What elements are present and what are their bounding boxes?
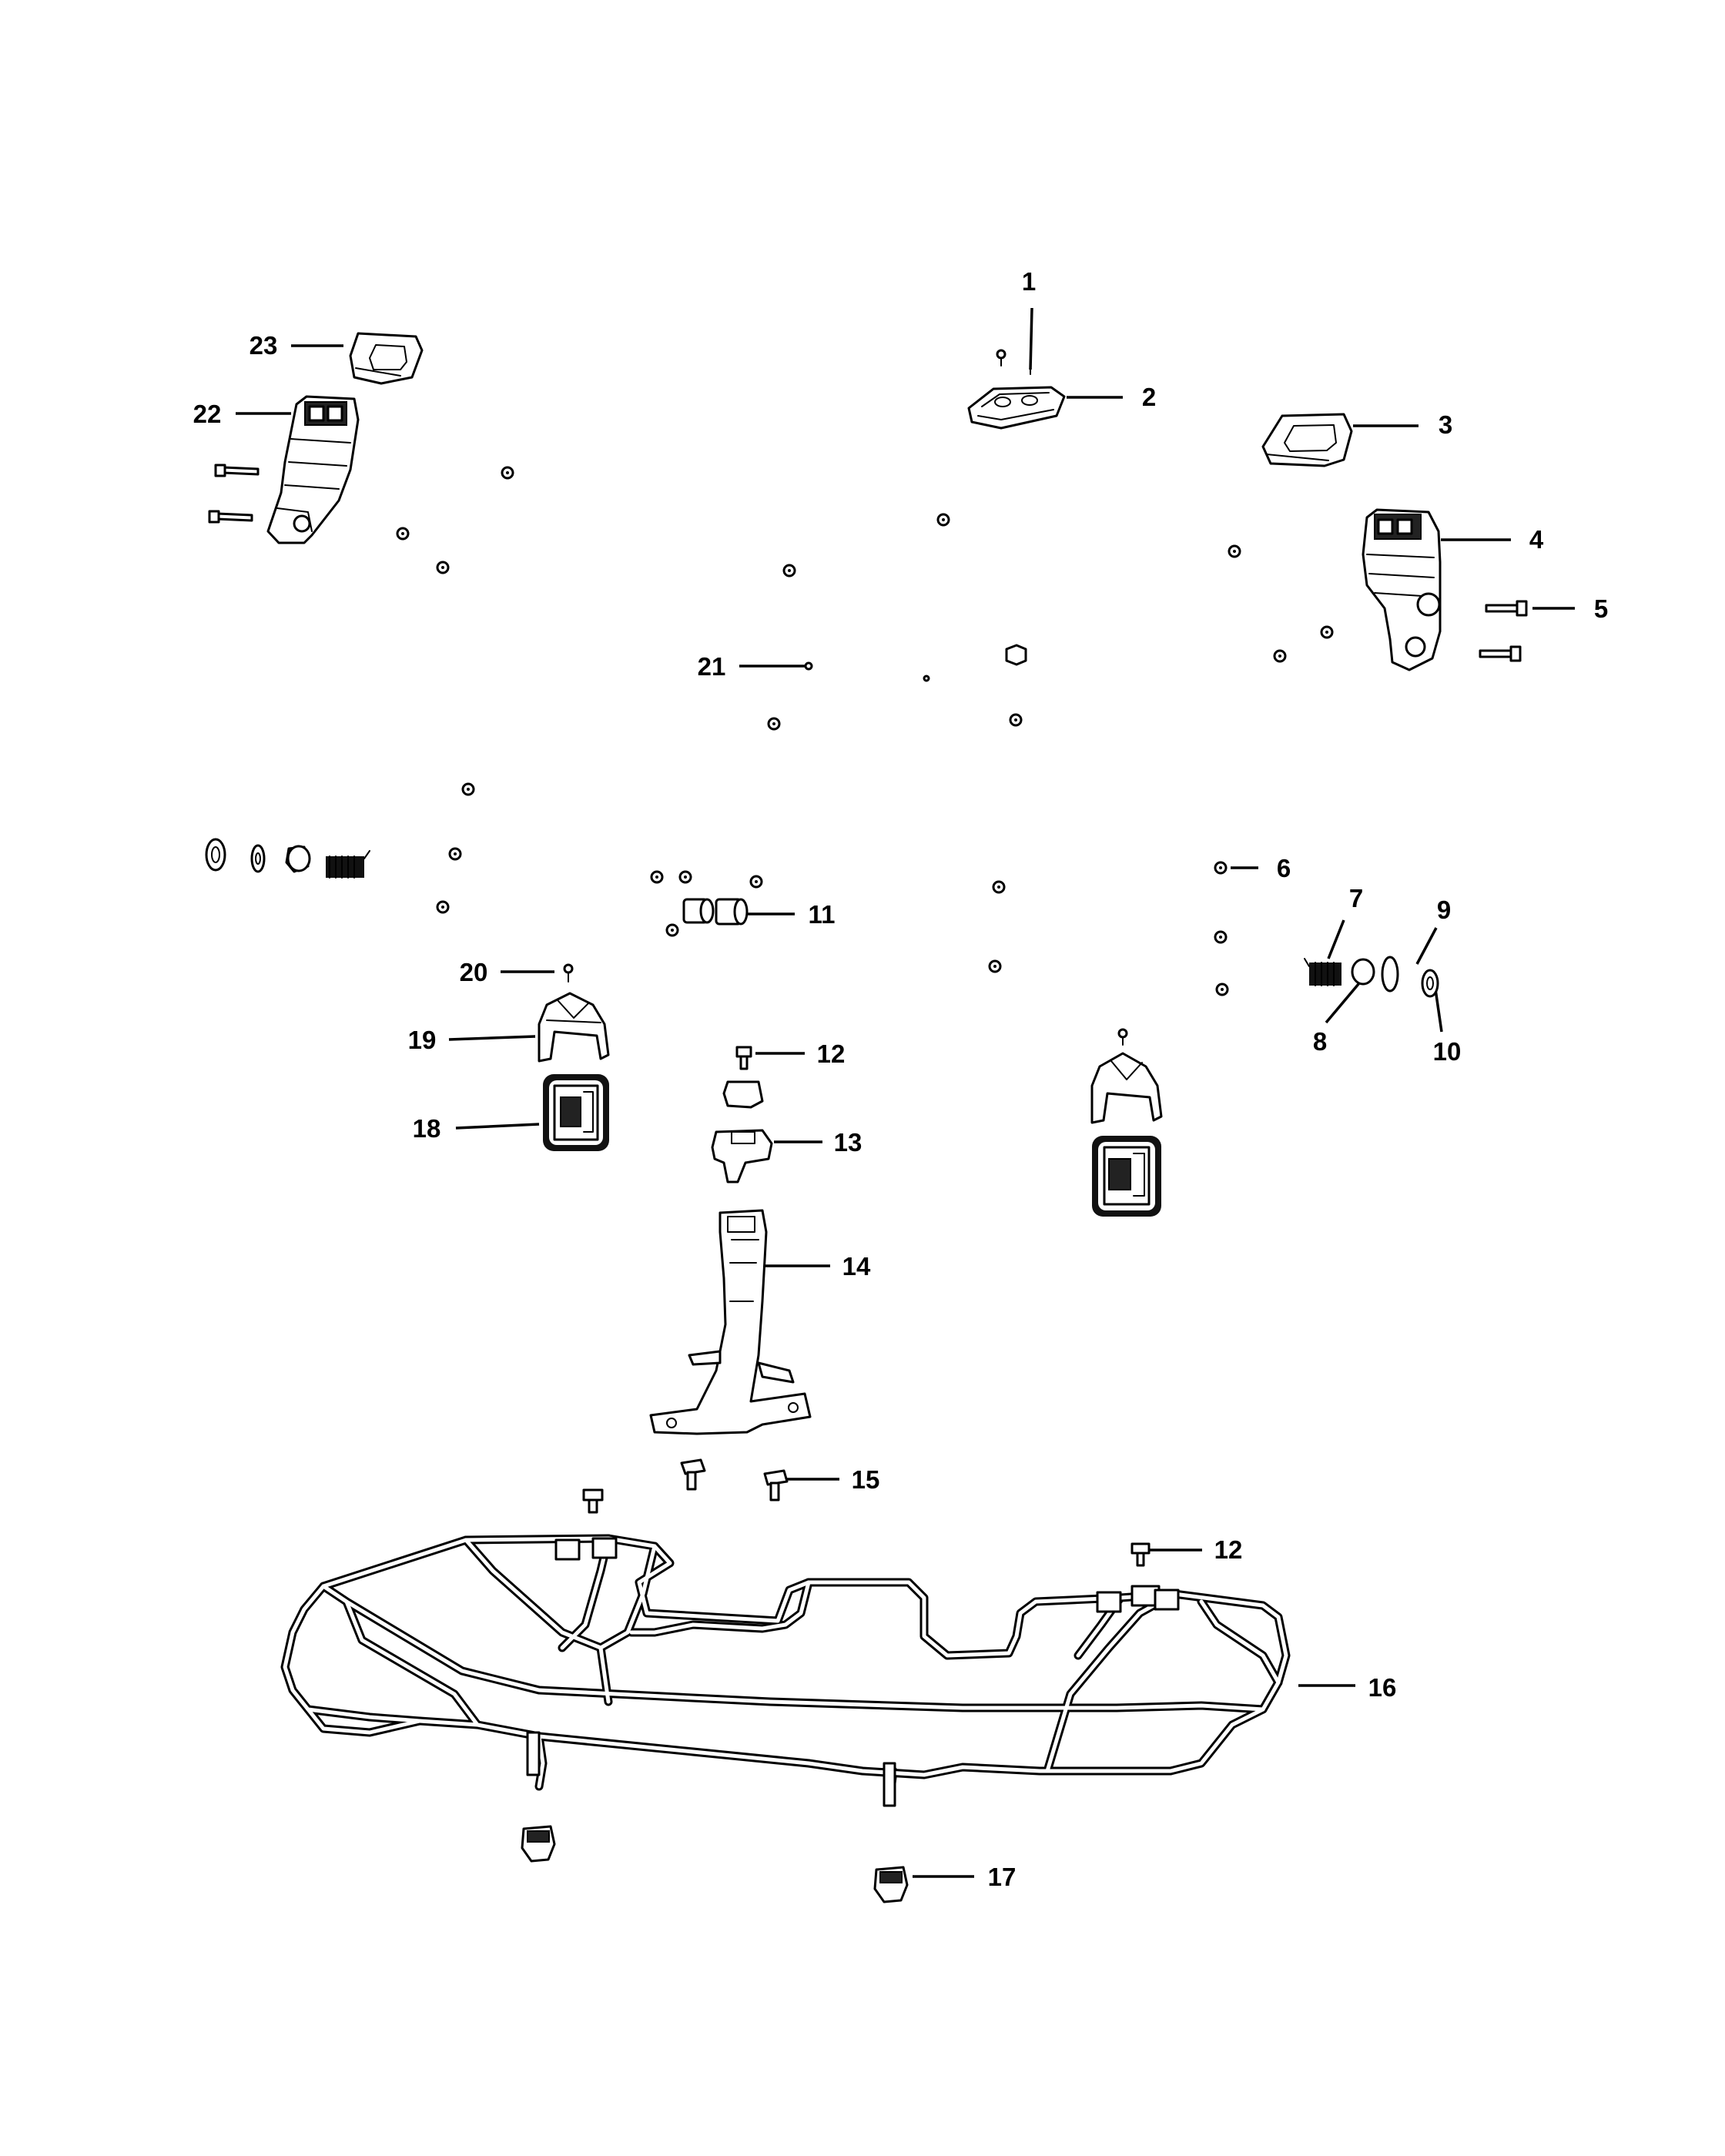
callout-21: 21	[698, 652, 726, 681]
left-spring-washers	[205, 838, 370, 879]
part-7-spring	[1304, 958, 1341, 986]
part-14-bracket	[649, 1209, 812, 1435]
leader-lines	[236, 307, 1575, 1878]
callout-15: 15	[852, 1465, 880, 1494]
part-13-clip	[711, 1080, 773, 1183]
part-1-screw	[996, 349, 1031, 375]
part-17-clips	[521, 1825, 909, 1903]
callout-12-upper: 12	[817, 1040, 846, 1068]
callout-13: 13	[834, 1128, 862, 1157]
callout-3: 3	[1439, 410, 1452, 439]
part-5-screws	[1479, 600, 1528, 662]
callout-9: 9	[1437, 896, 1451, 924]
part-23-bezel	[349, 332, 424, 385]
right-bracket	[1090, 1028, 1163, 1124]
callout-2: 2	[1142, 383, 1156, 411]
part-20-screw	[563, 963, 574, 983]
part-22-latch	[266, 395, 360, 544]
callout-labels: 1 2 3 4 5 6 7 8 9 10 11 12 12 13 14 15 1…	[193, 267, 1609, 1891]
part-10-ring	[1421, 969, 1439, 998]
callout-12-lower: 12	[1214, 1535, 1243, 1564]
part-12-screw-upper	[735, 1046, 752, 1070]
part-9-washer	[1381, 956, 1399, 993]
part-16-wire-frame	[280, 1534, 1291, 1807]
callout-20: 20	[460, 958, 488, 986]
part-3-bezel	[1261, 413, 1353, 467]
right-spring-washers	[1304, 956, 1439, 998]
callout-23: 23	[250, 331, 278, 360]
callout-16: 16	[1368, 1673, 1397, 1702]
callout-8: 8	[1313, 1027, 1327, 1056]
part-22-screws	[208, 464, 260, 524]
callout-5: 5	[1594, 594, 1608, 623]
callout-14: 14	[842, 1252, 871, 1281]
callout-10: 10	[1433, 1037, 1462, 1066]
callout-17: 17	[988, 1863, 1017, 1891]
part-15-screws	[582, 1458, 789, 1514]
part-19-bracket	[538, 992, 610, 1063]
callout-4: 4	[1529, 525, 1544, 554]
right-receptacle	[1092, 1136, 1161, 1217]
callout-22: 22	[193, 400, 222, 428]
callout-18: 18	[413, 1114, 441, 1143]
small-nuts	[396, 466, 1334, 996]
callout-1: 1	[1022, 267, 1036, 296]
callout-11: 11	[809, 900, 836, 929]
part-18-receptacle	[543, 1074, 609, 1151]
part-4-latch	[1362, 508, 1442, 671]
part-2-bezel	[967, 386, 1066, 430]
callout-6: 6	[1277, 854, 1291, 882]
part-8-bushing	[1351, 958, 1375, 986]
callout-19: 19	[408, 1026, 437, 1054]
part-11-bushings	[682, 898, 749, 926]
part-12-screw-lower	[1130, 1542, 1151, 1567]
callout-7: 7	[1349, 884, 1363, 912]
